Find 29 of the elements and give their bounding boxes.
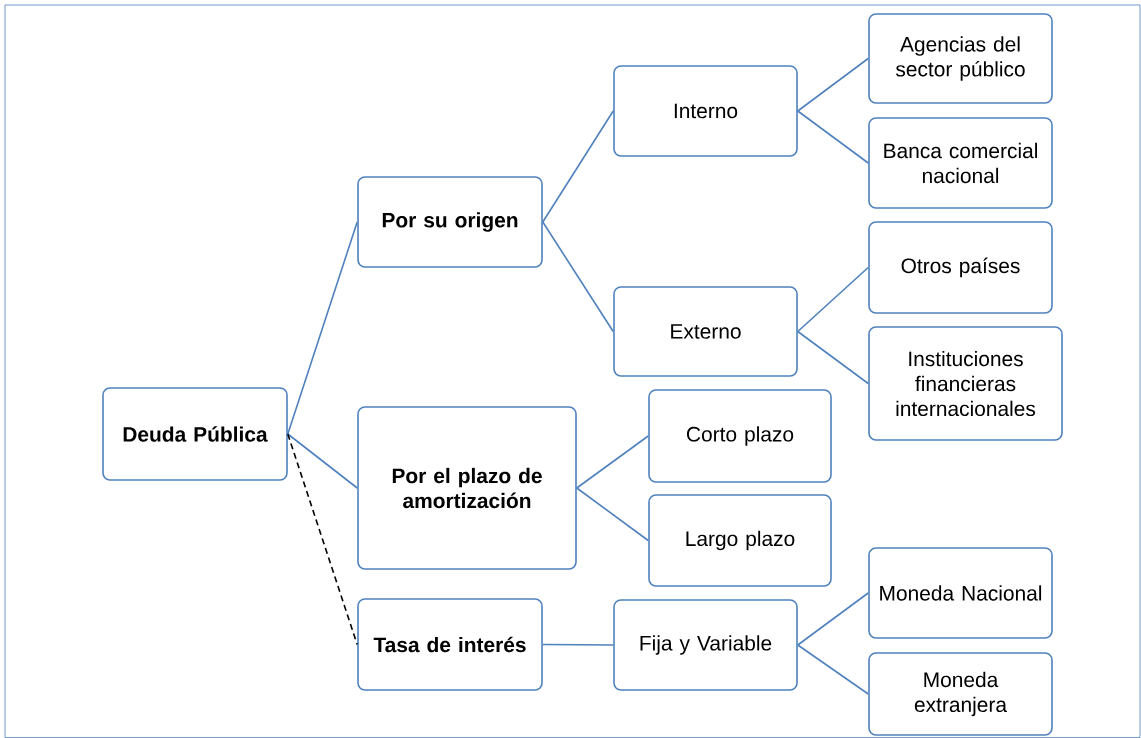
- text-box: Por el plazo de amortización: [357, 406, 577, 570]
- text-box: Deuda Pública: [102, 387, 288, 481]
- text-box: Moneda extranjera: [868, 652, 1053, 736]
- connector-line: [542, 221, 614, 333]
- connector-line: [797, 57, 869, 112]
- connector-line: [797, 644, 869, 695]
- text-box: Corto plazo: [648, 389, 832, 483]
- text-box: Fija y Variable: [613, 599, 798, 691]
- text-box: Banca comercial nacional: [868, 117, 1053, 209]
- text-box: Por su origen: [357, 176, 543, 268]
- connector-line: [797, 110, 869, 164]
- text-box: Externo: [613, 286, 798, 377]
- text-box: Agencias del sector público: [868, 13, 1053, 104]
- text-box: Otros países: [868, 221, 1053, 314]
- connector-line: [797, 592, 869, 646]
- connector-line: [287, 433, 358, 646]
- text-box: Instituciones financieras internacionales: [868, 326, 1063, 441]
- connector-line: [287, 433, 358, 489]
- connector-line: [576, 435, 649, 489]
- connector-line: [287, 221, 358, 435]
- connector-line: [576, 487, 649, 542]
- text-box: Moneda Nacional: [868, 547, 1053, 639]
- connector-line: [797, 330, 869, 385]
- text-box: Largo plazo: [648, 494, 832, 587]
- connector-line: [542, 110, 614, 223]
- text-box: Interno: [613, 65, 798, 157]
- text-box: Tasa de interés: [357, 598, 543, 691]
- connector-line: [797, 266, 869, 333]
- connector-line: [542, 643, 614, 646]
